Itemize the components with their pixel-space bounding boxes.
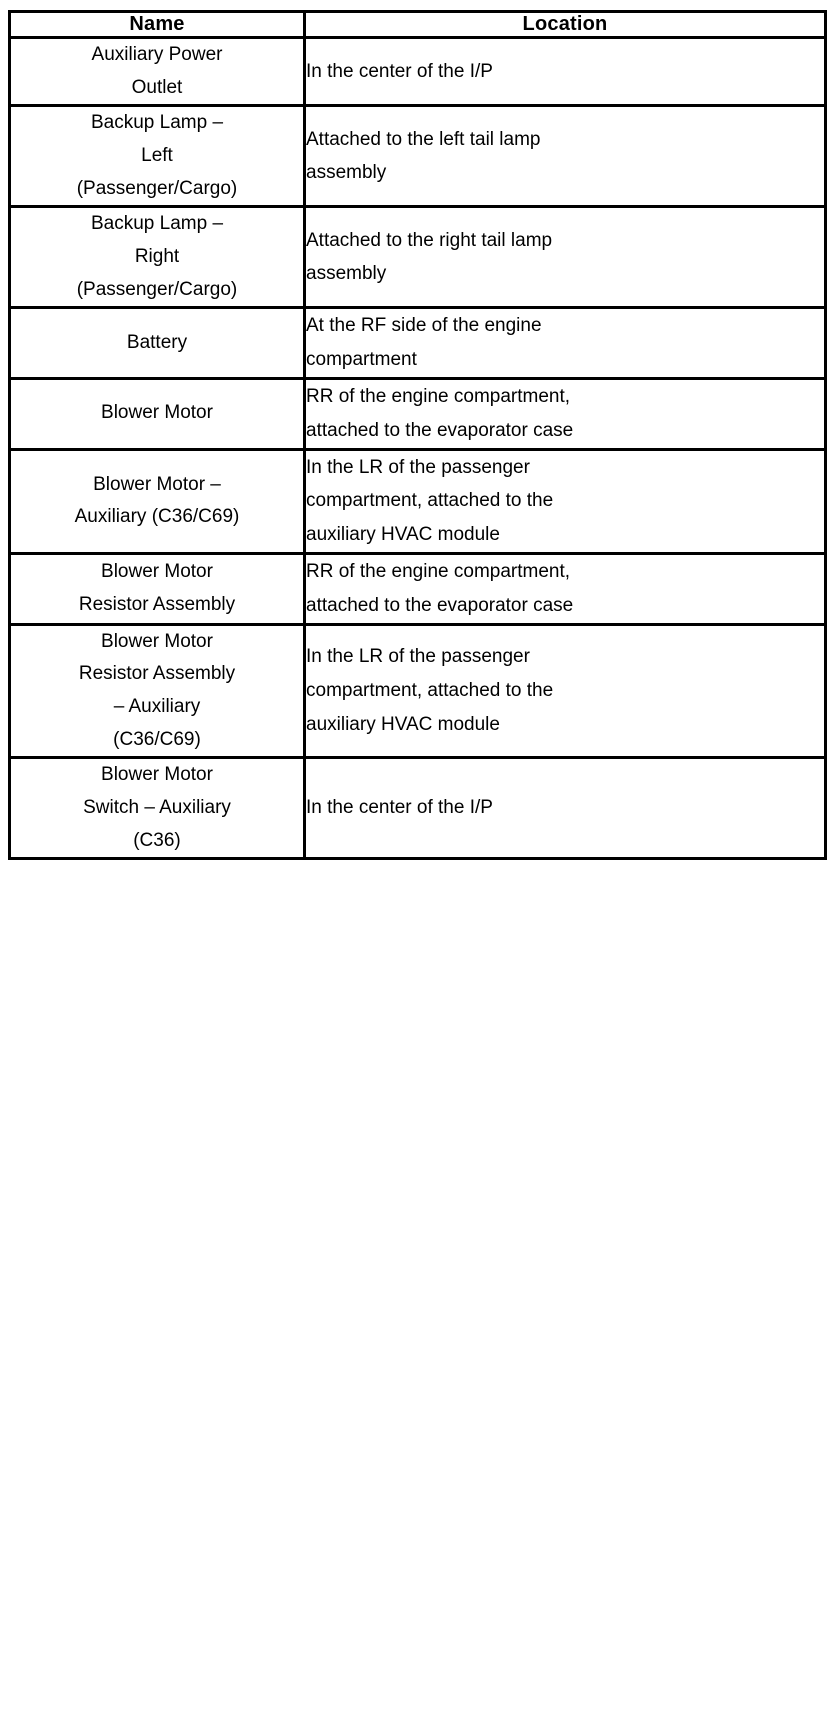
component-location-cell: In the LR of the passenger compartment, a… <box>303 447 827 556</box>
component-location-line: In the center of the I/P <box>306 60 493 82</box>
component-location-line: auxiliary HVAC module <box>306 524 500 546</box>
component-name-line: Left <box>141 145 173 167</box>
component-name-line: – Auxiliary <box>113 696 201 718</box>
component-name-cell: Blower Motor – Auxiliary (C36/C69) <box>8 447 306 556</box>
component-location-line: auxiliary HVAC module <box>306 713 500 735</box>
component-name-cell: Backup Lamp – Left (Passenger/Cargo) <box>8 104 306 209</box>
component-location-cell: In the center of the I/P <box>303 35 827 108</box>
component-name-line: (Passenger/Cargo) <box>76 177 238 199</box>
component-name-line: Auxiliary (C36/C69) <box>74 506 240 528</box>
component-name-line: Blower Motor <box>101 630 213 652</box>
component-location-line: RR of the engine compartment, <box>306 386 571 407</box>
component-name-line: (Passenger/Cargo) <box>76 278 238 300</box>
component-name-cell: Battery <box>8 306 306 380</box>
component-location-line: At the RF side of the engine <box>306 315 542 337</box>
table-row: Backup Lamp – Left (Passenger/Cargo) Attach… <box>8 104 827 209</box>
component-location-cell: Attached to the left tail lamp assembly <box>303 104 827 209</box>
component-location-line: compartment, attached to the <box>306 680 554 702</box>
component-location-line: In the LR of the passenger <box>306 456 530 478</box>
component-name-line: (C36/C69) <box>113 728 201 750</box>
component-name-line: Auxiliary Power <box>91 44 223 65</box>
component-name-line: Switch – Auxiliary <box>83 797 231 819</box>
component-name-cell: Backup Lamp – Right (Passenger/Cargo) <box>8 205 306 310</box>
column-header-name: Name <box>8 10 306 39</box>
component-name-line: (C36) <box>133 829 181 851</box>
component-name-cell: Blower Motor <box>8 377 306 451</box>
component-location-line: attached to the evaporator case <box>306 419 574 441</box>
component-name-line: Backup Lamp – <box>90 213 224 235</box>
component-name-line: Outlet <box>131 76 183 98</box>
component-location-cell: In the LR of the passenger compartment, a… <box>303 622 827 760</box>
component-name-line: Blower Motor <box>101 402 213 424</box>
component-location-line: Attached to the left tail lamp <box>306 128 541 150</box>
component-name-line: Blower Motor <box>101 561 213 583</box>
table-row: Blower Motor – Auxiliary (C36/C69) In the … <box>8 447 827 556</box>
component-location-line: compartment <box>306 349 417 371</box>
component-name-line: Backup Lamp – <box>90 112 224 134</box>
component-location-line: assembly <box>306 162 387 184</box>
component-name-line: Right <box>134 246 180 268</box>
component-name-line: Resistor Assembly <box>78 663 236 685</box>
component-location-cell: In the center of the I/P <box>303 756 827 861</box>
component-name-line: Blower Motor – <box>93 473 221 495</box>
table-row: Backup Lamp – Right (Passenger/Cargo) Attac… <box>8 205 827 310</box>
component-location-line: Attached to the right tail lamp <box>306 229 553 251</box>
component-location-line: assembly <box>306 263 387 285</box>
component-location-cell: RR of the engine compartment, attached to… <box>303 552 827 626</box>
component-location-cell: RR of the engine compartment, attached to… <box>303 377 827 451</box>
column-header-location: Location <box>303 10 827 39</box>
component-name-line: Battery <box>126 331 188 353</box>
table-row: Blower Motor RR of the engine compartment… <box>8 377 827 451</box>
component-location-cell: Attached to the right tail lamp assembly <box>303 205 827 310</box>
component-location-cell: At the RF side of the engine compartment <box>303 306 827 380</box>
component-location-line: compartment, attached to the <box>306 490 554 512</box>
table-header-row: Name Location <box>8 10 827 39</box>
table-row: Battery At the RF side of the engine compa… <box>8 306 827 380</box>
component-location-line: In the center of the I/P <box>306 797 493 819</box>
component-name-line: Resistor Assembly <box>78 593 236 615</box>
component-location-line: In the LR of the passenger <box>306 646 530 668</box>
component-location-line: attached to the evaporator case <box>306 594 574 616</box>
component-name-line: Blower Motor <box>101 764 213 786</box>
component-location-line: RR of the engine compartment, <box>306 561 571 583</box>
